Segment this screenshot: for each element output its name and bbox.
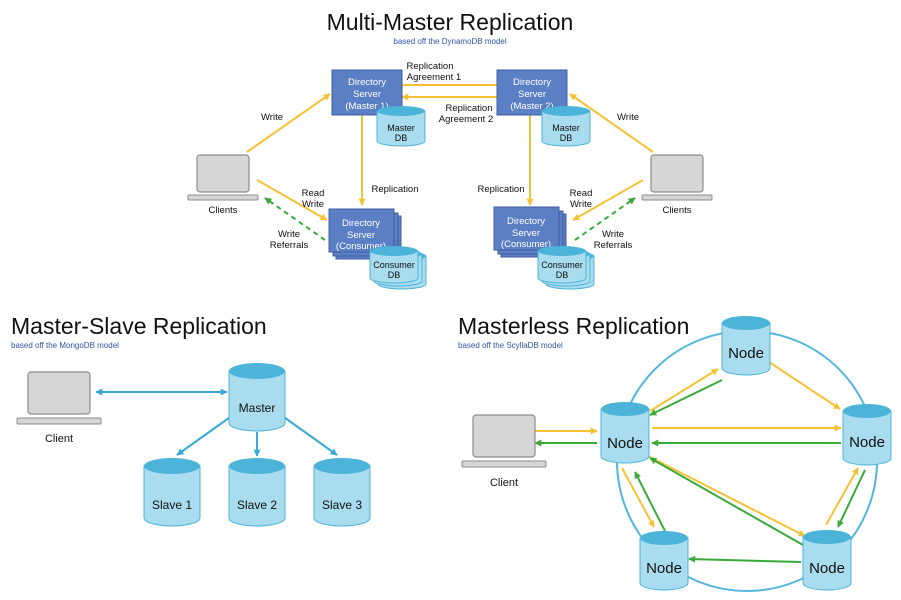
read-write-arrow-left xyxy=(256,179,328,221)
consumer-left-line2: Server xyxy=(347,230,375,241)
master-db: Master xyxy=(228,363,286,432)
master2-line1: Directory xyxy=(513,77,551,88)
consumer-db-left-label2: DB xyxy=(388,270,401,280)
slave1-db: Slave 1 xyxy=(143,458,201,527)
consumer-db-right-label2: DB xyxy=(556,270,569,280)
write2-label-left: Write xyxy=(302,199,324,210)
multi-master-arrows xyxy=(246,81,654,221)
write-label-left: Write xyxy=(261,112,283,123)
master-slave-subtitle: based off the MongoDB model xyxy=(11,341,119,350)
read-label-right: Read xyxy=(570,188,593,199)
agreement2-label-line2: Agreement 2 xyxy=(439,114,493,125)
master-db-label: Master xyxy=(239,401,276,415)
master1-line2: Server xyxy=(353,89,381,100)
referral-arrows xyxy=(264,197,636,241)
consumer-db-right-label1: Consumer xyxy=(541,260,583,270)
master1-line3: (Master 1) xyxy=(345,101,388,112)
write-referrals-arrow-left xyxy=(264,197,326,241)
n4-n1-arrow xyxy=(634,471,666,532)
n5-n4-arrow xyxy=(688,555,802,563)
slave3-db: Slave 3 xyxy=(313,458,371,527)
consumer-db-left-label1: Consumer xyxy=(373,260,415,270)
master2-db: Master DB xyxy=(541,106,591,147)
master1-db-label1: Master xyxy=(387,123,415,133)
client-laptop xyxy=(16,371,102,425)
n1-n5-arrow xyxy=(645,454,806,537)
node-top-label: Node xyxy=(728,345,764,362)
read-label-left: Read xyxy=(302,188,325,199)
agreement1-label-line1: Replication xyxy=(407,61,454,72)
master1-db-label2: DB xyxy=(395,133,408,143)
write-referrals-label-right-line1: Write xyxy=(602,229,624,240)
n2-n3-arrow xyxy=(768,361,841,410)
masterless-client-laptop xyxy=(461,414,547,468)
clients-label-left: Clients xyxy=(208,205,237,216)
master2-db-label1: Master xyxy=(552,123,580,133)
clients-laptop-left xyxy=(187,154,259,201)
n5-n3-arrow xyxy=(825,467,859,526)
agreement2-label-line1: Replication xyxy=(446,103,493,114)
consumer-db-right: Consumer DB xyxy=(537,246,595,290)
read-write-arrow-right xyxy=(572,179,644,221)
consumer-right-line1: Directory xyxy=(507,216,545,227)
write2-label-right: Write xyxy=(570,199,592,210)
masterless-subtitle: based off the ScyllaDB model xyxy=(458,341,563,350)
consumer-left-line3: (Consumer) xyxy=(336,241,386,252)
master1-line1: Directory xyxy=(348,77,386,88)
write-referrals-label-left-line2: Referrals xyxy=(270,240,309,251)
clients-laptop-right xyxy=(641,154,713,201)
master2-db-label2: DB xyxy=(560,133,573,143)
master-slave-arrows xyxy=(95,388,338,457)
master-slave-client-label: Client xyxy=(45,433,73,445)
replication-label-left: Replication xyxy=(372,184,419,195)
masterless-title: Masterless Replication xyxy=(458,313,689,339)
agreement1-label-line2: Agreement 1 xyxy=(407,72,461,83)
replication-label-right: Replication xyxy=(478,184,525,195)
master2-line2: Server xyxy=(518,89,546,100)
slave2-db: Slave 2 xyxy=(228,458,286,527)
write-label-right: Write xyxy=(617,112,639,123)
masterless-section: Masterless Replication based off the Scy… xyxy=(458,313,892,592)
masterless-yellow-arrows xyxy=(535,361,859,537)
n1-n2-arrow xyxy=(649,368,719,412)
node-bottom-right: Node xyxy=(802,530,852,591)
write-arrow-left xyxy=(246,93,331,153)
multi-master-subtitle: based off the DynamoDB model xyxy=(393,37,506,46)
master-slave-section: Master-Slave Replication based off the M… xyxy=(11,313,371,527)
node-bottom-left: Node xyxy=(639,531,689,591)
n1-n4-arrow xyxy=(621,467,655,528)
node-bottom-left-label: Node xyxy=(646,560,682,577)
master1-db: Master DB xyxy=(376,106,426,147)
slave2-label: Slave 2 xyxy=(237,498,277,512)
node-bottom-right-label: Node xyxy=(809,560,845,577)
slave1-label: Slave 1 xyxy=(152,498,192,512)
consumer-right-line3: (Consumer) xyxy=(501,239,551,250)
slave3-label: Slave 3 xyxy=(322,498,362,512)
write-arrow-right xyxy=(569,93,654,153)
multi-master-section: Multi-Master Replication based off the D… xyxy=(187,9,713,290)
n3-n5-arrow xyxy=(837,469,866,528)
write-referrals-arrow-right xyxy=(574,197,636,241)
node-left-label: Node xyxy=(607,435,643,452)
write-referrals-label-left-line1: Write xyxy=(278,229,300,240)
write-referrals-label-right-line2: Referrals xyxy=(594,240,633,251)
masterless-green-arrows xyxy=(534,379,866,563)
clients-label-right: Clients xyxy=(662,205,691,216)
n5-n1-arrow xyxy=(649,457,804,546)
n2-n1-arrow xyxy=(649,379,723,416)
master2-line3: (Master 2) xyxy=(510,101,553,112)
multi-master-title: Multi-Master Replication xyxy=(327,9,574,35)
node-right: Node xyxy=(842,404,892,466)
consumer-db-left: Consumer DB xyxy=(369,246,427,290)
node-right-label: Node xyxy=(849,434,885,451)
consumer-right-line2: Server xyxy=(512,228,540,239)
node-top: Node xyxy=(721,316,771,376)
consumer-left-line1: Directory xyxy=(342,218,380,229)
masterless-client-label: Client xyxy=(490,477,518,489)
node-left: Node xyxy=(600,402,650,464)
master-slave-title: Master-Slave Replication xyxy=(11,313,267,339)
